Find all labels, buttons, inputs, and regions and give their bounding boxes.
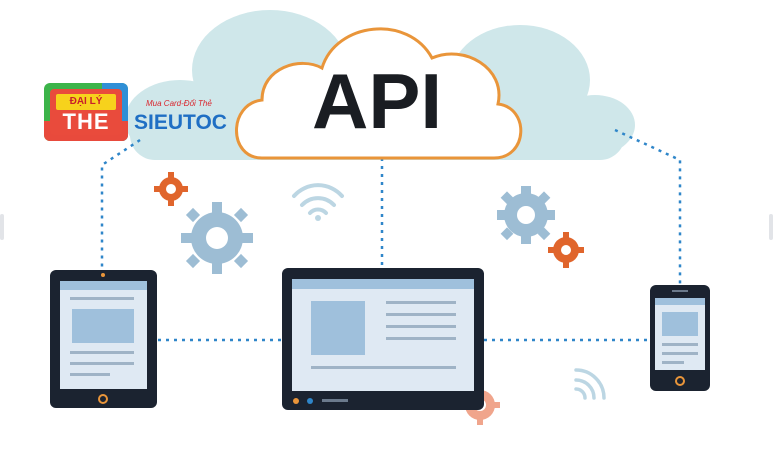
connector-lines: [100, 128, 682, 342]
gear-icon: [548, 232, 584, 268]
logo-brand: SIEUTOC: [134, 111, 227, 134]
logo-badge-main: THE: [62, 109, 110, 134]
logo-badge-top: ĐẠI LÝ: [56, 94, 116, 110]
gear-icon: [497, 186, 555, 244]
wifi-icon: [292, 183, 344, 221]
gear-icon: [154, 172, 188, 206]
laptop-icon: [282, 268, 484, 410]
right-edge-handle: [769, 214, 773, 240]
api-cloud-icon: [235, 27, 523, 160]
logo-slogan: Mua Card-Đổi Thẻ: [146, 99, 212, 108]
smartphone-icon: [650, 285, 710, 391]
api-title: API: [311, 57, 443, 145]
logo: ĐẠI LÝ THE Mua Card-Đổi Thẻ SIEUTOC: [44, 83, 234, 143]
wifi-icon: [574, 368, 606, 400]
tablet-icon: [50, 270, 157, 408]
gear-icon: [181, 202, 253, 274]
left-edge-handle: [0, 214, 4, 240]
logo-badge: ĐẠI LÝ THE: [44, 83, 128, 141]
